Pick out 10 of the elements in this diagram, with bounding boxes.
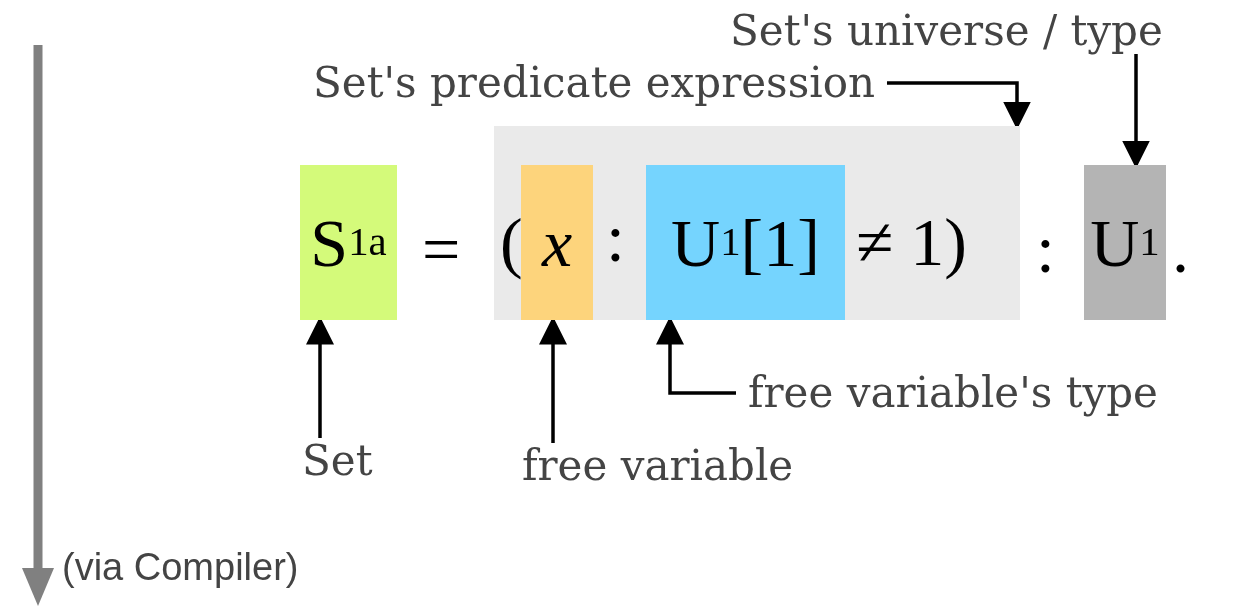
predicate-box xyxy=(494,126,1020,320)
variable-symbol: x xyxy=(521,165,593,320)
colon: : xyxy=(1036,215,1055,283)
annotation-text: free variable xyxy=(522,445,794,487)
annotation-text: Set's predicate expression xyxy=(313,62,875,104)
note-text: (via Compiler) xyxy=(62,548,299,586)
period: . xyxy=(1172,215,1189,283)
equals-sign: = xyxy=(422,215,461,283)
formula-text: : xyxy=(606,204,625,272)
annotation-text: Set xyxy=(302,440,373,482)
